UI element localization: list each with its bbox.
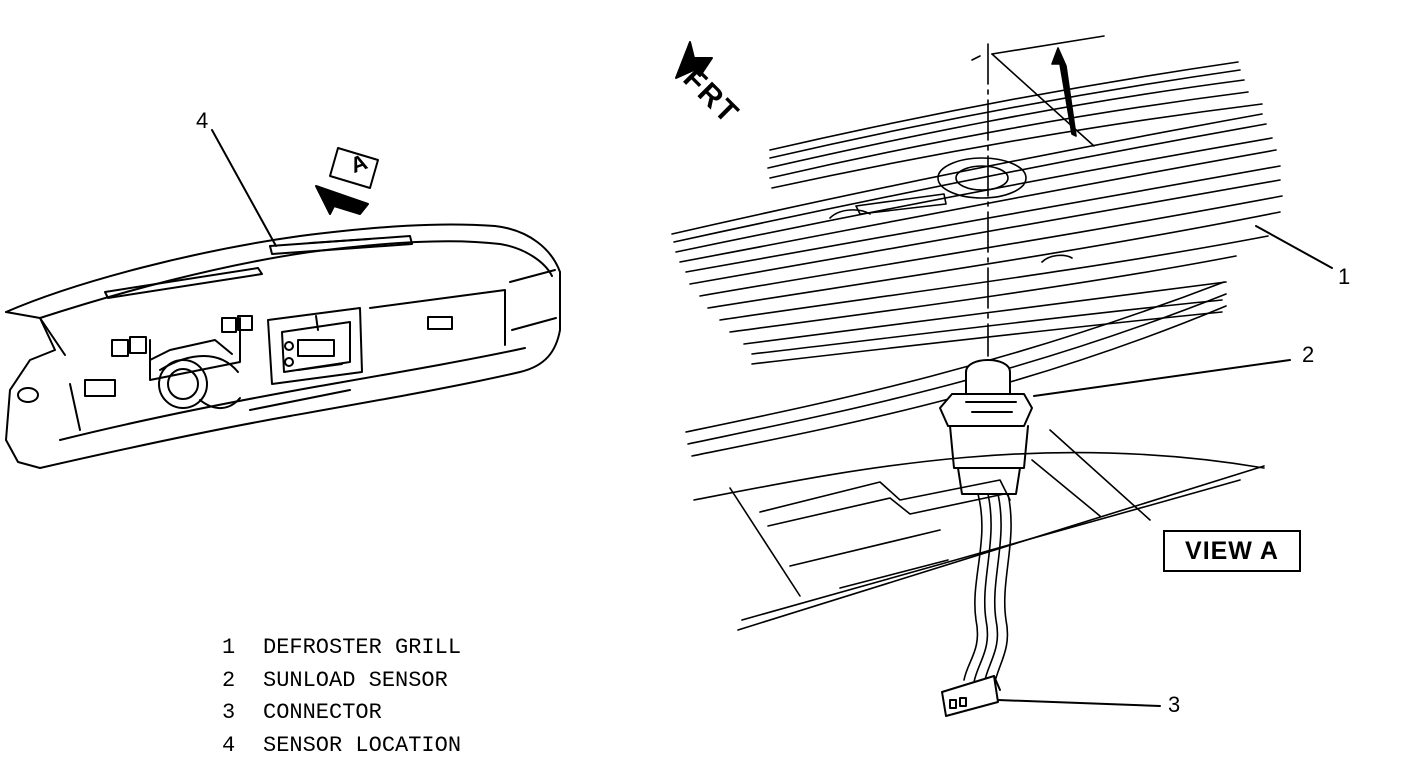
view-a-arrow [315,147,379,215]
legend-number: 1 [222,635,236,660]
callout-2: 2 [1302,342,1315,367]
legend-number: 2 [222,667,236,693]
legend-text: SUNLOAD SENSOR [263,667,448,693]
instrument-panel [5,223,561,469]
legend-number: 4 [222,732,236,758]
view-a-label: VIEW A [1163,530,1301,572]
legend-item: 1 DEFROSTER GRILL [222,632,461,665]
sunload-sensor [939,359,1033,495]
frt-arrow-icon [675,41,713,79]
dash-surface [685,281,1265,631]
connector [941,675,1001,717]
callout-3: 3 [1168,692,1181,717]
defroster-grill [671,61,1283,365]
callout-1-leader [1255,225,1333,269]
callout-2-leader [1033,359,1291,397]
legend-text: SENSOR LOCATION [263,732,462,758]
callout-4-leader [211,129,277,247]
legend-item: 4 SENSOR LOCATION [222,730,461,763]
legend-item: 2 SUNLOAD SENSOR [222,665,461,698]
callout-1: 1 [1338,264,1351,289]
legend-text: CONNECTOR [263,700,382,725]
callout-4: 4 [196,108,209,133]
legend-text: DEFROSTER GRILL [263,635,462,660]
legend-number: 3 [222,700,236,725]
callout-3-leader [997,699,1161,707]
legend-item: 3 CONNECTOR [222,697,461,730]
centerline [971,35,1105,357]
legend: 1 DEFROSTER GRILL 2 SUNLOAD SENSOR 3 CON… [222,632,461,762]
sensor-wiring [963,493,1012,687]
